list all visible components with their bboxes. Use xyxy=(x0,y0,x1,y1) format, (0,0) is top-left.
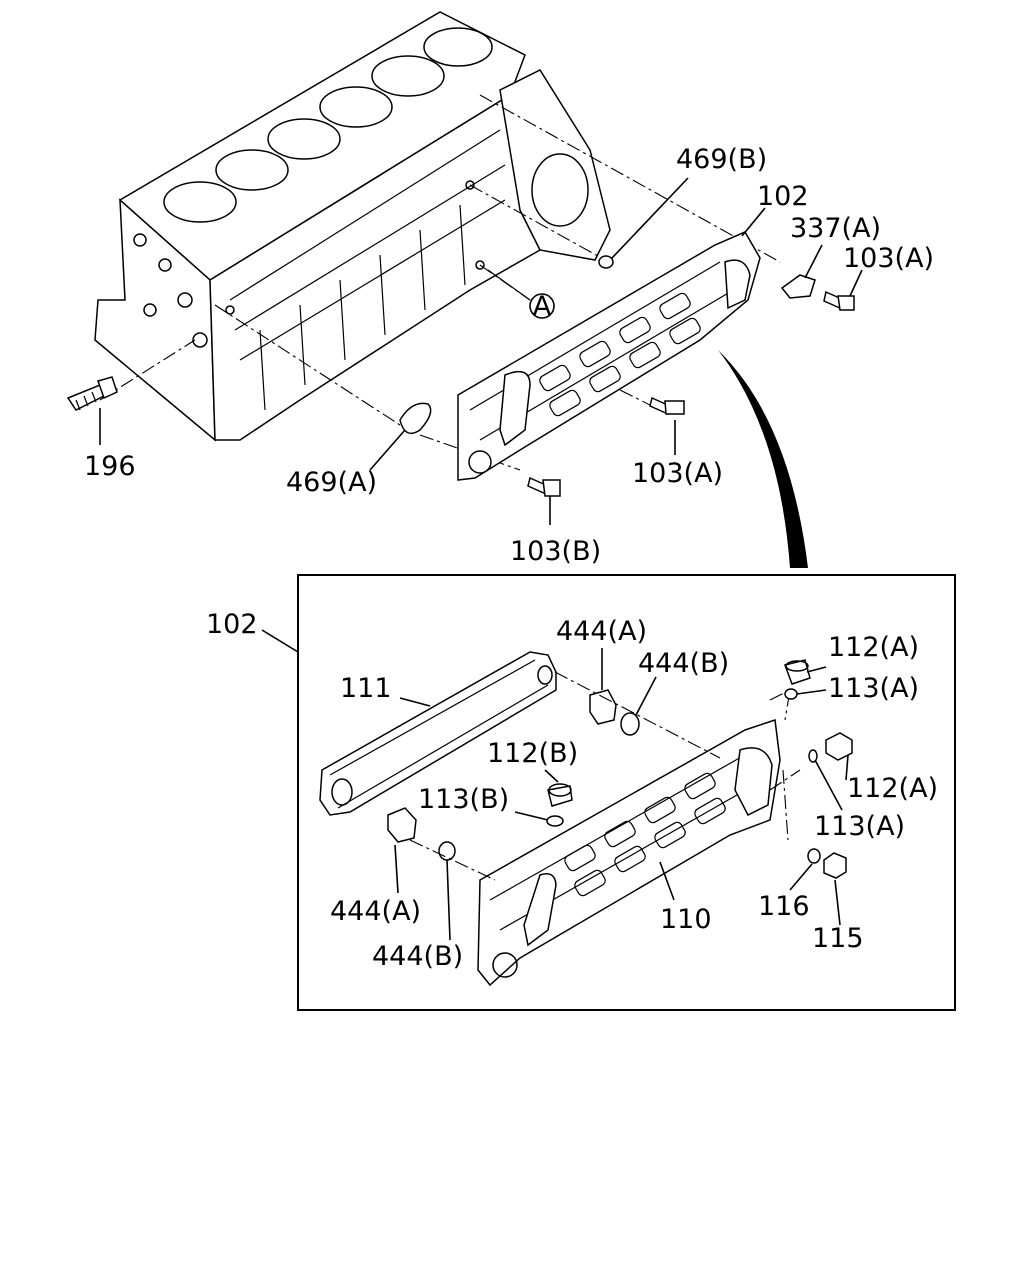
detail-arrow xyxy=(718,350,808,568)
callout-444a-bottom: 444(A) xyxy=(330,896,421,927)
part-444a-gasket-bottom xyxy=(387,807,417,843)
part-116-washer xyxy=(807,848,821,864)
part-113a-washer-mid xyxy=(808,749,818,763)
callout-103a-mid: 103(A) xyxy=(632,458,723,489)
part-111-cooler-element xyxy=(319,651,557,816)
part-444b-oring-top xyxy=(620,712,640,736)
part-469a-gasket xyxy=(399,402,432,435)
part-113b-washer xyxy=(546,815,564,827)
svg-text:A: A xyxy=(533,291,552,322)
callout-112a-top: 112(A) xyxy=(828,632,919,663)
assembly-lines-detail xyxy=(409,671,801,881)
callout-111: 111 xyxy=(340,673,392,704)
reference-marker-a: A xyxy=(529,291,555,322)
callout-115: 115 xyxy=(812,923,864,954)
leader-lines xyxy=(99,177,863,941)
part-112b-plug xyxy=(547,783,573,807)
callout-102-top: 102 xyxy=(757,181,809,212)
engine-block xyxy=(94,11,611,442)
part-469b-washer xyxy=(598,255,614,269)
part-103b-bolt xyxy=(527,476,561,497)
callout-113a-top: 113(A) xyxy=(828,673,919,704)
callout-112a-mid: 112(A) xyxy=(847,773,938,804)
part-444b-oring-bottom xyxy=(438,841,456,861)
callout-469b-top: 469(B) xyxy=(676,144,767,175)
callout-116: 116 xyxy=(758,891,810,922)
part-337a-bracket xyxy=(780,274,816,299)
part-444a-gasket-top xyxy=(589,689,617,725)
part-110-cooler-body xyxy=(477,718,781,987)
part-112a-plug-top xyxy=(784,659,811,685)
part-113a-washer-top xyxy=(784,688,798,700)
callout-labels: 469(B) 102 337(A) 103(A) 196 469(A) 103(… xyxy=(84,144,938,972)
part-115-nut xyxy=(823,852,847,879)
callout-103a-right: 103(A) xyxy=(843,243,934,274)
callout-103b: 103(B) xyxy=(510,536,601,567)
callout-469a: 469(A) xyxy=(286,467,377,498)
part-103a-bolt-right xyxy=(823,290,855,311)
callout-196: 196 xyxy=(84,451,136,482)
callout-444b-top: 444(B) xyxy=(638,648,729,679)
callout-444a-top: 444(A) xyxy=(556,616,647,647)
detail-box xyxy=(297,574,956,1011)
callout-113b: 113(B) xyxy=(418,784,509,815)
callout-102-box: 102 xyxy=(206,609,258,640)
part-196-sensor xyxy=(66,376,118,411)
callout-110: 110 xyxy=(660,904,712,935)
callout-337a: 337(A) xyxy=(790,213,881,244)
oil-cooler-upper xyxy=(457,231,761,481)
part-112a-plug-mid xyxy=(825,732,853,761)
callout-444b-bottom: 444(B) xyxy=(372,941,463,972)
callout-112b: 112(B) xyxy=(487,738,578,769)
part-103a-bolt-mid xyxy=(649,396,685,416)
callout-113a-mid: 113(A) xyxy=(814,811,905,842)
